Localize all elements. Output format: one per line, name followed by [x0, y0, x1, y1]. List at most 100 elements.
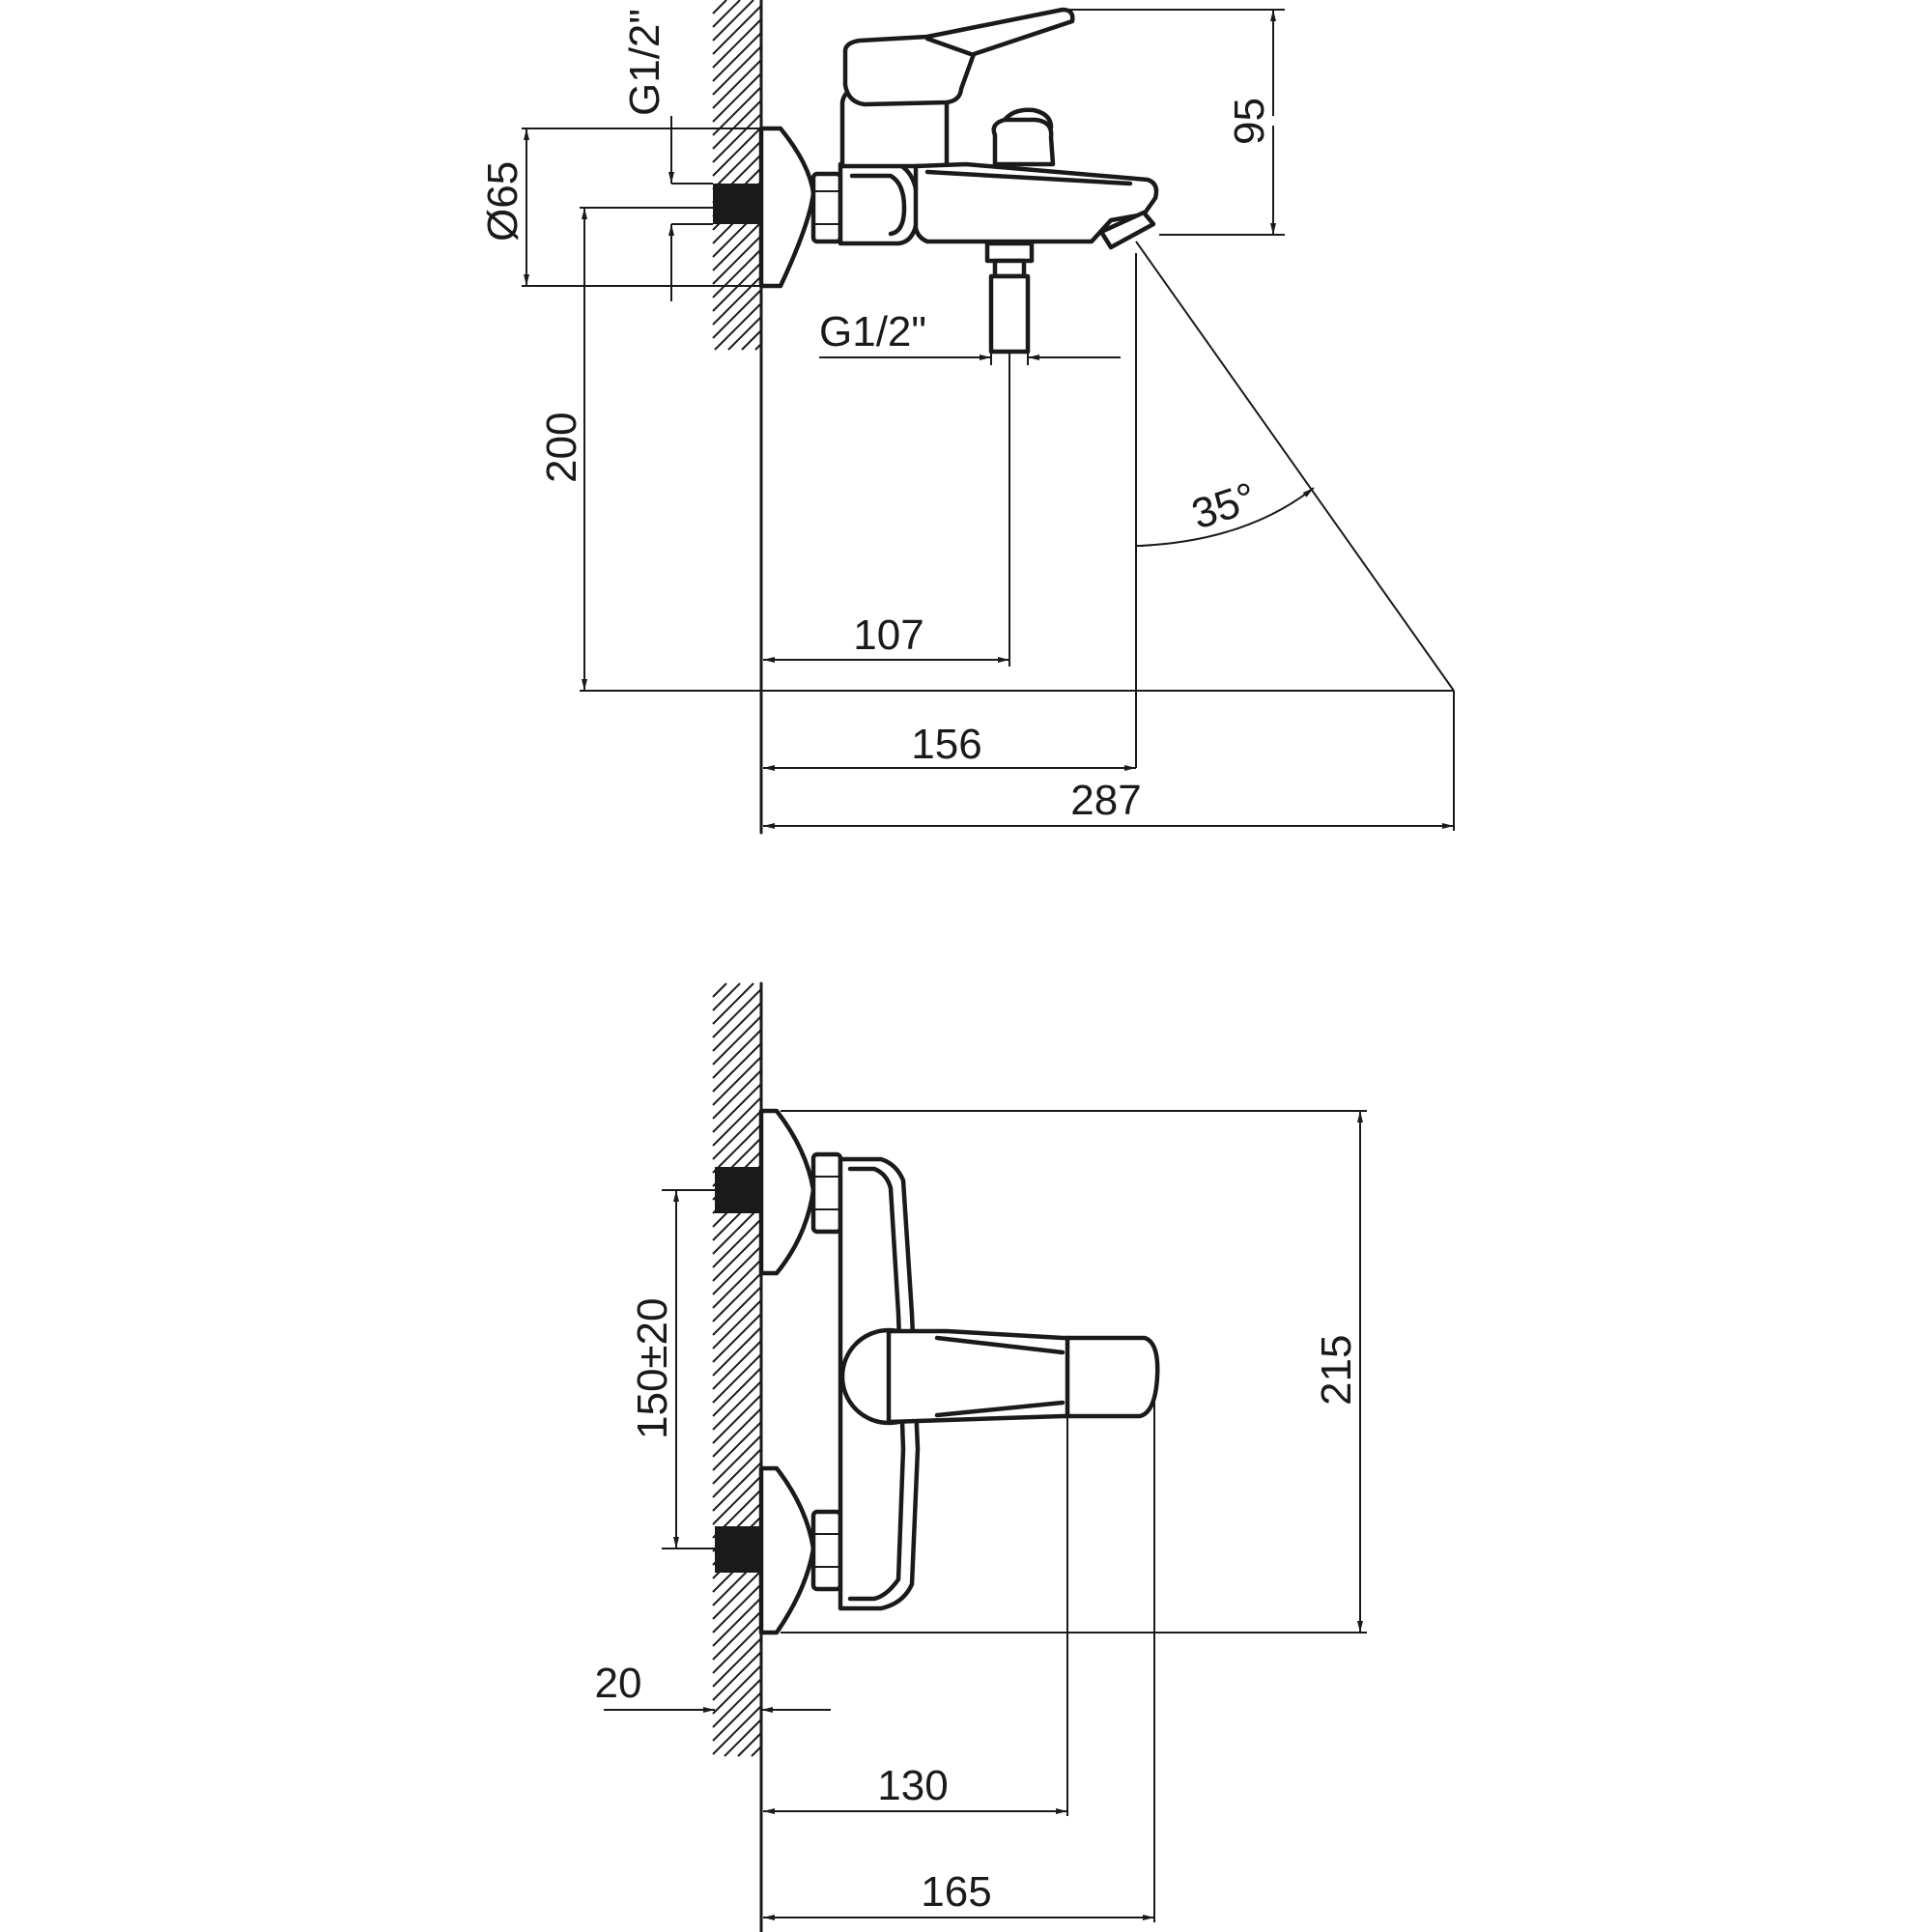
wall-hatch-line — [712, 18, 762, 69]
side-inlet-thread — [713, 184, 761, 224]
wall-hatch-line — [712, 1056, 762, 1106]
wall-hatch-line — [714, 302, 762, 351]
dim-130-label: 130 — [877, 1762, 948, 1809]
front-view: 215 150±20 20 130 165 — [595, 981, 1367, 1932]
dim-outlet-thread: G1/2" — [819, 308, 1121, 365]
dim-156-label: 156 — [911, 721, 981, 768]
dim-centers-label: 150±20 — [629, 1297, 676, 1439]
wall-hatch-line — [712, 1123, 762, 1174]
wall-hatch-line — [712, 289, 762, 339]
wall-hatch-line — [751, 1746, 762, 1757]
wall-hatch-line — [712, 1096, 762, 1147]
wall-hatch-line — [712, 235, 762, 285]
dim-outlet-thread-label: G1/2" — [819, 308, 926, 355]
wall-hatch-line — [712, 1272, 762, 1322]
dim-height-95-label: 95 — [1226, 98, 1273, 145]
wall-hatch-line — [712, 1664, 762, 1715]
side-wall-flange — [758, 126, 816, 289]
side-wall — [712, 0, 763, 835]
wall-hatch-line — [712, 1691, 762, 1742]
dim-165-label: 165 — [921, 1868, 991, 1916]
wall-hatch-line — [712, 0, 727, 14]
dim-flange-diameter-label: Ø65 — [479, 161, 526, 242]
wall-hatch-line — [741, 329, 762, 351]
wall-hatch-line — [712, 1259, 762, 1309]
wall-hatch-line — [712, 1570, 762, 1620]
dim-thread-depth-label: 20 — [595, 1660, 642, 1707]
dim-287-label: 287 — [1070, 777, 1141, 824]
dim-107: 107 — [763, 611, 1009, 663]
wall-hatch-line — [712, 1380, 762, 1431]
wall-hatch-line — [712, 1205, 762, 1255]
wall-hatch-line — [712, 1083, 762, 1133]
wall-hatch-line — [712, 0, 754, 42]
wall-hatch-line — [712, 1448, 762, 1498]
wall-hatch-line — [737, 1732, 762, 1757]
wall-hatch-line — [712, 1015, 762, 1065]
wall-hatch-line — [712, 1394, 762, 1444]
dim-165: 165 — [763, 1868, 1154, 1920]
front-hex-nut-bottom — [810, 1509, 843, 1592]
dim-130: 130 — [763, 1762, 1067, 1814]
side-diverter-knob — [991, 117, 1056, 167]
side-hex-nut — [810, 171, 843, 244]
wall-hatch-line — [712, 1299, 762, 1350]
front-flange-bottom — [758, 1465, 816, 1635]
dim-spout-angle: 35° — [1136, 473, 1315, 547]
wall-hatch-line — [727, 316, 762, 351]
wall-hatch-line — [754, 343, 762, 351]
side-lever-handle — [842, 7, 1075, 107]
dim-vertical-200-label: 200 — [538, 412, 585, 483]
wall-hatch-line — [712, 0, 741, 28]
spout-angle-ray — [1135, 241, 1455, 692]
dim-inlet-thread-label: G1/2" — [621, 9, 668, 116]
wall-hatch-line — [712, 113, 762, 163]
front-lever-handle — [886, 1328, 1160, 1425]
wall-hatch-line — [712, 1421, 762, 1471]
wall-hatch-line — [724, 1719, 762, 1757]
side-view: G1/2" Ø65 95 G1/2" — [479, 0, 1455, 835]
side-lower-outlet — [984, 241, 1035, 355]
front-inlet-thread-bottom — [715, 1526, 761, 1573]
wall-hatch-line — [712, 1232, 762, 1282]
side-spout-tip — [1098, 210, 1156, 250]
wall-hatch-line — [712, 1651, 762, 1701]
wall-hatch-line — [712, 1313, 762, 1363]
wall-hatch-line — [712, 1435, 762, 1485]
wall-hatch-line — [712, 140, 762, 190]
wall-hatch-line — [712, 221, 762, 271]
wall-hatch-line — [712, 1597, 762, 1647]
wall-hatch-line — [712, 1353, 762, 1404]
wall-hatch-line — [712, 1029, 762, 1079]
dim-flange-diameter: Ø65 — [479, 128, 761, 287]
front-hex-nut-top — [810, 1151, 843, 1235]
wall-hatch-line — [712, 1245, 762, 1295]
wall-hatch-line — [712, 988, 762, 1038]
dim-centers: 150±20 — [629, 1189, 715, 1549]
wall-hatch-line — [712, 275, 762, 326]
wall-hatch-line — [712, 32, 762, 82]
dim-front-height-215-label: 215 — [1313, 1335, 1360, 1406]
wall-hatch-line — [712, 1583, 762, 1634]
wall-hatch-line — [712, 5, 762, 55]
wall-hatch-line — [712, 59, 762, 109]
dim-156: 156 — [763, 721, 1136, 771]
front-wall — [712, 981, 763, 1932]
dim-287: 287 — [763, 777, 1454, 829]
wall-hatch-line — [712, 1340, 762, 1390]
dim-spout-angle-label: 35° — [1186, 473, 1262, 538]
wall-hatch-line — [712, 45, 762, 96]
wall-hatch-line — [712, 248, 762, 298]
dim-thread-depth: 20 — [595, 1660, 831, 1713]
wall-hatch-line — [712, 99, 762, 150]
dim-height-95: 95 — [1063, 9, 1285, 236]
wall-hatch-line — [712, 982, 741, 1011]
wall-hatch-line — [712, 1462, 762, 1512]
wall-hatch-line — [712, 1286, 762, 1336]
wall-hatch-line — [712, 1678, 762, 1728]
wall-hatch-line — [712, 1705, 762, 1755]
dim-front-height-215: 215 — [781, 1110, 1367, 1634]
wall-hatch-line — [712, 86, 762, 136]
wall-hatch-line — [712, 1042, 762, 1093]
